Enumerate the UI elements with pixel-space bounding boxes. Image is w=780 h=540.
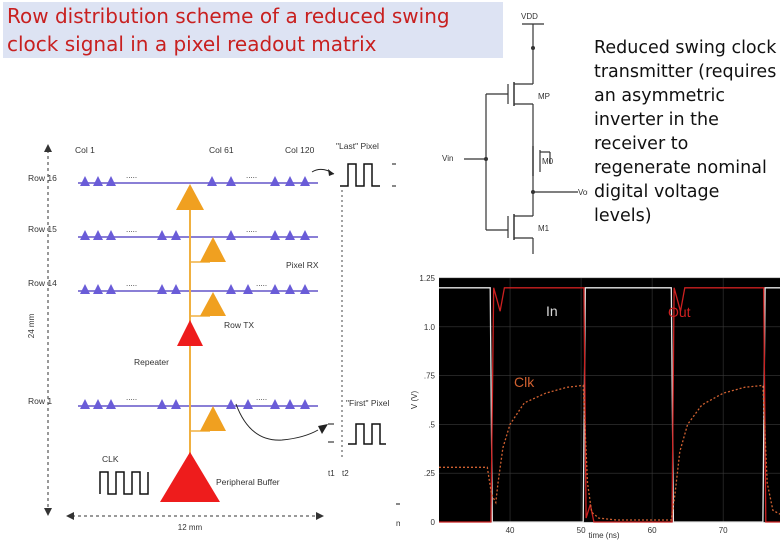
pixel-matrix-diagram: 24 mm 12 mm ..... ..... ..... ..... ... [27,141,400,532]
row15-ellipsis-a: ..... [126,225,137,234]
y-tick-label: 1.25 [419,274,435,283]
x-axis-label: time (ns) [588,531,619,540]
pixels-row-14 [80,284,310,294]
first-pixel-waveform [348,423,386,445]
x-tick-label: 40 [506,526,515,535]
row14-ellipsis-b: ..... [256,279,267,288]
y-tick-label: .25 [424,469,436,478]
series-label-clk: Clk [514,374,535,390]
y-tick-label: 1.0 [424,323,436,332]
repeater-triangle [177,320,203,346]
mp-label: MP [538,92,550,101]
pixels-row-1 [80,399,310,409]
col-label-1: Col 1 [75,145,95,155]
row-tx-label: Row TX [224,320,254,330]
pixel-rx-row-16 [176,184,204,210]
pixel-rx-row-14 [200,292,226,316]
x-tick-label: 60 [648,526,657,535]
peripheral-buffer-triangle [160,452,220,502]
width-arrow-left [66,512,74,520]
peripheral-buffer-label: Peripheral Buffer [216,477,280,487]
row14-ellipsis-a: ..... [126,279,137,288]
height-arrow-top [44,144,52,152]
last-pixel-pointer-head [328,169,334,176]
y-axis-label: V (V) [410,391,419,410]
mn0-label: M0 [542,157,554,166]
row-label-15: Row 15 [28,224,57,234]
row-label-1: Row 1 [28,396,52,406]
vin-node [484,157,488,161]
series-line-in [439,287,780,523]
row-label-14: Row 14 [28,278,57,288]
width-arrow-right [316,512,324,520]
simulation-chart: 0 .25 .5 .75 1.0 1.25 40 50 60 70 time (ns) V (V)… [408,270,780,540]
vdd-node [531,46,535,50]
row16-ellipsis-b: ..... [246,171,257,180]
y-tick-label: 0 [431,518,436,527]
row1-ellipsis-b: ..... [256,393,267,402]
series-label-out: Out [668,304,691,320]
pixel-rx-label: Pixel RX [286,260,319,270]
row15-ellipsis-b: ..... [246,225,257,234]
row1-ellipsis-a: ..... [126,393,137,402]
first-pixel-pointer [235,403,319,441]
series-line-clk [439,384,780,521]
vdd-label: VDD [521,12,538,21]
y-tick-label: .5 [428,420,435,429]
width-label: 12 mm [178,523,203,532]
transmitter-description: Reduced swing clock transmitter (require… [594,38,777,226]
repeater-label: Repeater [134,357,169,367]
tick-labels: 0 .25 .5 .75 1.0 1.25 40 50 60 70 [419,274,728,535]
transmitter-schematic: VDD MP M0 Vin Vout M1 [442,12,588,254]
t1-label: t1 [328,469,335,478]
series-label-in: In [546,303,558,319]
col-label-61: Col 61 [209,145,234,155]
pixels-row-16 [80,176,310,186]
vout-label: Vout [578,188,588,197]
x-tick-label: 70 [719,526,728,535]
vin-label: Vin [442,154,453,163]
first-pixel-label: "First" Pixel [346,398,389,408]
y-tick-label: .75 [424,372,436,381]
t2-label: t2 [342,469,349,478]
mn1-label: M1 [538,224,550,233]
row16-ellipsis-a: ..... [126,171,137,180]
clk-waveform [99,471,149,495]
m-label: m [396,519,400,528]
col-label-120: Col 120 [285,145,315,155]
height-label: 24 mm [27,313,36,338]
last-pixel-label: "Last" Pixel [336,141,379,151]
last-pixel-waveform [340,163,380,187]
height-arrow-bottom [44,508,52,516]
row-label-16: Row 16 [28,173,57,183]
clk-label: CLK [102,454,119,464]
slide-title: Row distribution scheme of a reduced swi… [3,2,503,58]
pixels-row-15 [80,230,310,240]
pixel-rx-row-15 [200,237,226,262]
x-tick-label: 50 [577,526,586,535]
first-pixel-pointer-head [318,424,328,434]
pixel-rx-row-1 [200,406,226,431]
series-layer [439,287,780,523]
